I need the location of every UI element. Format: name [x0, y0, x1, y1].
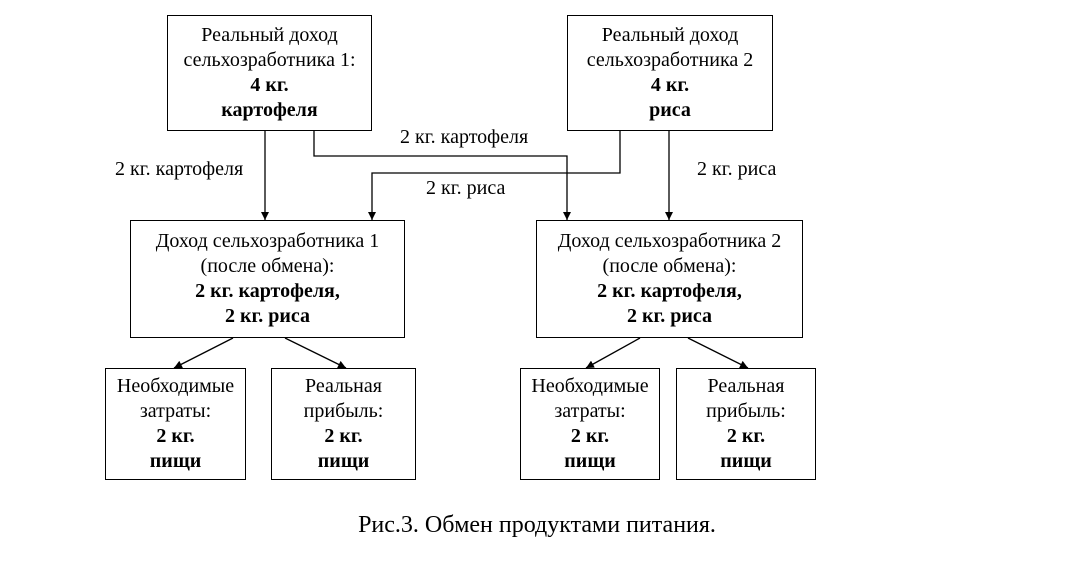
box-line: сельхозработника 1:: [183, 49, 356, 71]
necessary-costs-worker-2-box: Необходимые затраты: 2 кг. пищи: [520, 368, 660, 480]
box-line: Реальная: [305, 375, 382, 397]
box-amount: 4 кг.: [250, 74, 289, 96]
arrow-top1-to-mid2: [313, 131, 571, 220]
label-right-rice: 2 кг. риса: [697, 158, 777, 180]
label-cross-rice: 2 кг. риса: [426, 177, 506, 199]
box-amount: 2 кг. картофеля,: [195, 280, 340, 302]
real-income-worker-1-box: Реальный доход сельхозработника 1: 4 кг.…: [167, 15, 372, 131]
box-line: Реальный доход: [201, 24, 338, 46]
box-line: затраты:: [139, 400, 212, 422]
box-line: Доход сельхозработника 1: [155, 230, 380, 252]
box-amount: 2 кг. риса: [626, 305, 713, 327]
arrow-mid1-to-bottom1: [173, 337, 234, 369]
box-line: сельхозработника 2: [586, 49, 754, 71]
box-line: Реальная: [707, 375, 785, 397]
box-product: пищи: [564, 450, 616, 472]
box-line: затраты:: [554, 400, 626, 422]
box-line: прибыль:: [706, 400, 786, 422]
label-left-potato: 2 кг. картофеля: [115, 158, 244, 180]
box-line: прибыль:: [303, 400, 384, 422]
box-product: пищи: [317, 450, 370, 472]
figure-caption: Рис.3. Обмен продуктами питания.: [358, 512, 716, 538]
box-line: Реальный доход: [601, 24, 739, 46]
box-product: пищи: [720, 450, 772, 472]
box-line: (после обмена):: [200, 255, 335, 277]
box-amount: 2 кг. картофеля,: [597, 280, 742, 302]
arrow-top2-to-mid1: [368, 131, 621, 220]
real-income-worker-2-box: Реальный доход сельхозработника 2 4 кг. …: [567, 15, 773, 131]
real-profit-worker-2-box: Реальная прибыль: 2 кг. пищи: [676, 368, 816, 480]
box-amount: 2 кг.: [324, 425, 363, 447]
box-amount: 2 кг.: [570, 425, 610, 447]
box-line: Доход сельхозработника 2: [557, 230, 782, 252]
arrow-mid2-to-bottom3: [585, 337, 641, 369]
income-after-exchange-worker-2-box: Доход сельхозработника 2 (после обмена):…: [536, 220, 803, 338]
box-line: Необходимые: [116, 375, 235, 397]
box-line: Необходимые: [531, 375, 649, 397]
box-amount: 2 кг. риса: [224, 305, 311, 327]
box-product: картофеля: [221, 99, 318, 121]
box-product: пищи: [149, 450, 202, 472]
necessary-costs-worker-1-box: Необходимые затраты: 2 кг. пищи: [105, 368, 246, 480]
box-amount: 2 кг.: [726, 425, 766, 447]
income-after-exchange-worker-1-box: Доход сельхозработника 1 (после обмена):…: [130, 220, 405, 338]
box-amount: 4 кг.: [650, 74, 690, 96]
box-amount: 2 кг.: [156, 425, 195, 447]
box-product: риса: [649, 99, 691, 121]
arrow-mid1-to-bottom2: [284, 337, 347, 369]
arrow-mid2-to-bottom4: [687, 337, 749, 369]
label-cross-potato: 2 кг. картофеля: [400, 126, 529, 148]
real-profit-worker-1-box: Реальная прибыль: 2 кг. пищи: [271, 368, 416, 480]
box-line: (после обмена):: [602, 255, 737, 277]
